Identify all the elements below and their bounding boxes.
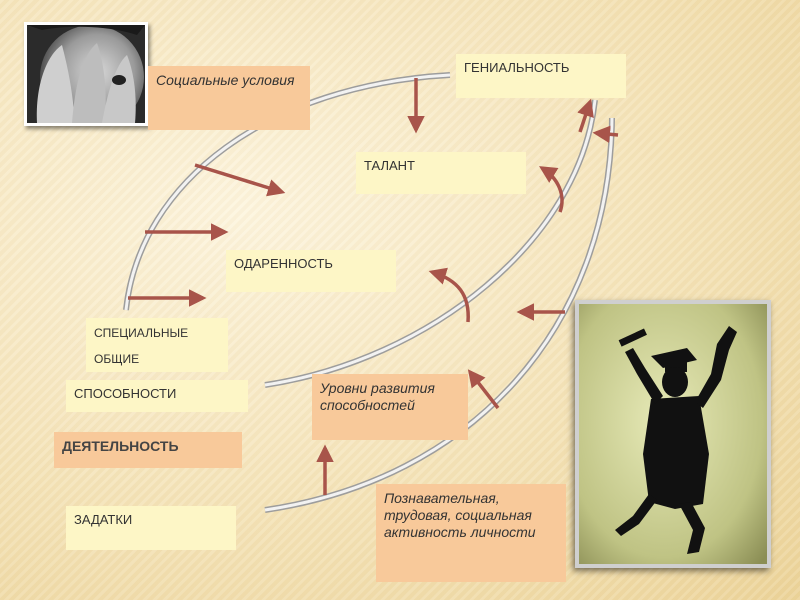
social-conditions-box: Социальные условия <box>148 66 310 130</box>
activity-kinds-box: Познавательная, трудовая, социальная акт… <box>376 484 566 582</box>
arrow-right-to-geniality <box>592 125 619 143</box>
arrow-up-to-ability-levels <box>467 369 500 410</box>
special-label: СПЕЦИАЛЬНЫЕ <box>94 326 189 340</box>
social-conditions-label: Социальные условия <box>156 72 295 88</box>
activity-label: ДЕЯТЕЛЬНОСТЬ <box>62 438 179 454</box>
special-general-box: СПЕЦИАЛЬНЫЕ ОБЩИЕ <box>86 318 228 372</box>
jumping-graduate-silhouette-photo <box>575 300 771 568</box>
geniality-box: ГЕНИАЛЬНОСТЬ <box>456 54 626 98</box>
inclinations-box: ЗАДАТКИ <box>66 506 236 550</box>
child-covering-eyes-photo <box>24 22 148 129</box>
right-arc-outer <box>264 117 615 513</box>
outer-arc <box>123 72 451 311</box>
arrows <box>128 78 619 495</box>
talent-box: ТАЛАНТ <box>356 152 526 194</box>
arrow-conditions-to-talent <box>194 163 286 197</box>
abilities-box: СПОСОБНОСТИ <box>66 380 248 412</box>
activity-box: ДЕЯТЕЛЬНОСТЬ <box>54 432 242 468</box>
geniality-label: ГЕНИАЛЬНОСТЬ <box>464 60 570 75</box>
giftedness-box: ОДАРЕННОСТЬ <box>226 250 396 292</box>
ability-levels-box: Уровни развития способностей <box>312 374 468 440</box>
graduate-photo-art <box>579 304 767 564</box>
activity-kinds-label: Познавательная, трудовая, социальная акт… <box>384 490 536 540</box>
arrow-to-geniality <box>577 98 594 133</box>
giftedness-label: ОДАРЕННОСТЬ <box>234 256 333 271</box>
inclinations-label: ЗАДАТКИ <box>74 512 133 527</box>
ability-levels-label: Уровни развития способностей <box>320 380 435 413</box>
right-arc-inner <box>264 99 598 388</box>
arrow-curved-to-talent <box>539 166 564 213</box>
child-photo-art <box>27 25 145 129</box>
general-label: ОБЩИЕ <box>94 352 140 366</box>
abilities-label: СПОСОБНОСТИ <box>74 386 177 401</box>
talent-label: ТАЛАНТ <box>364 158 415 173</box>
arrow-curved-to-giftedness <box>428 267 470 323</box>
